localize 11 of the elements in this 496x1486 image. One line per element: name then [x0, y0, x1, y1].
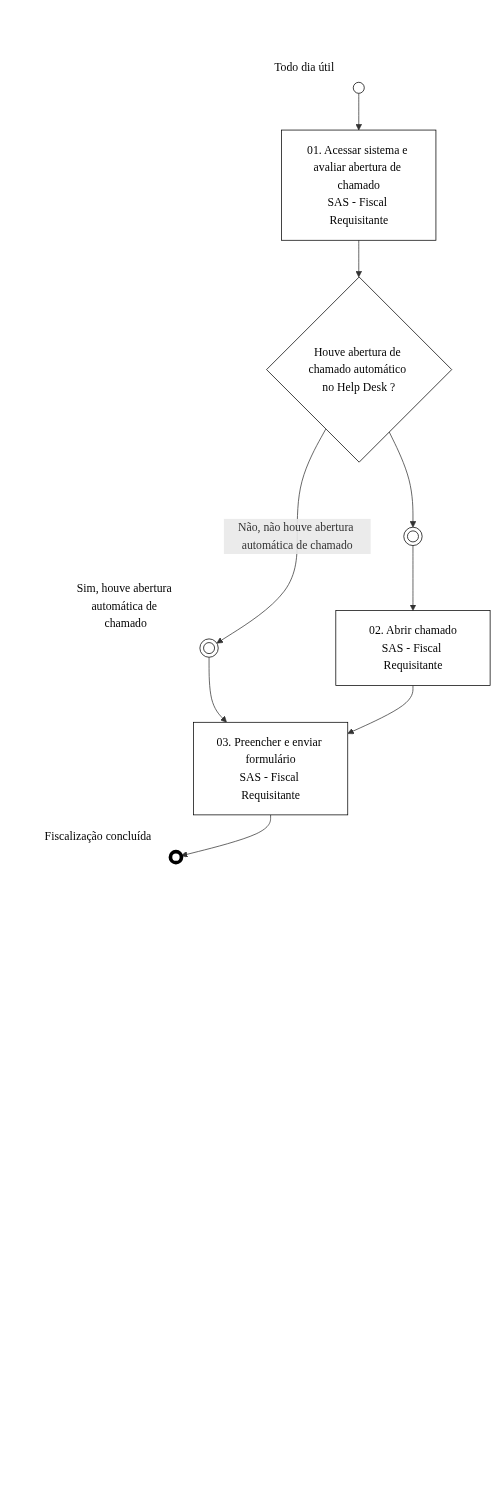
node-label: Todo dia útil [274, 60, 335, 73]
node-box: 03. Preencher e enviar formulário SAS - Fiscal Requisitante [193, 721, 349, 816]
node-box: 02. Abrir chamado SAS - Fiscal Requisitante [335, 610, 491, 686]
node-label: Fiscalização concluída [44, 829, 152, 843]
node-circle [199, 638, 219, 658]
node-box: 01. Acessar sistema e avaliar abertura de chamado SAS - Fiscal Requisitante [281, 129, 437, 241]
node-diamond: Houve abertura de chamado automático no Help Desk ? [266, 276, 453, 463]
node-circle [168, 849, 184, 865]
edge-label: Não, não houve abertura automática de chamado [237, 520, 354, 552]
node-circle [352, 81, 365, 94]
node-label: Sim, houve abertura automática de chamado [76, 581, 172, 630]
